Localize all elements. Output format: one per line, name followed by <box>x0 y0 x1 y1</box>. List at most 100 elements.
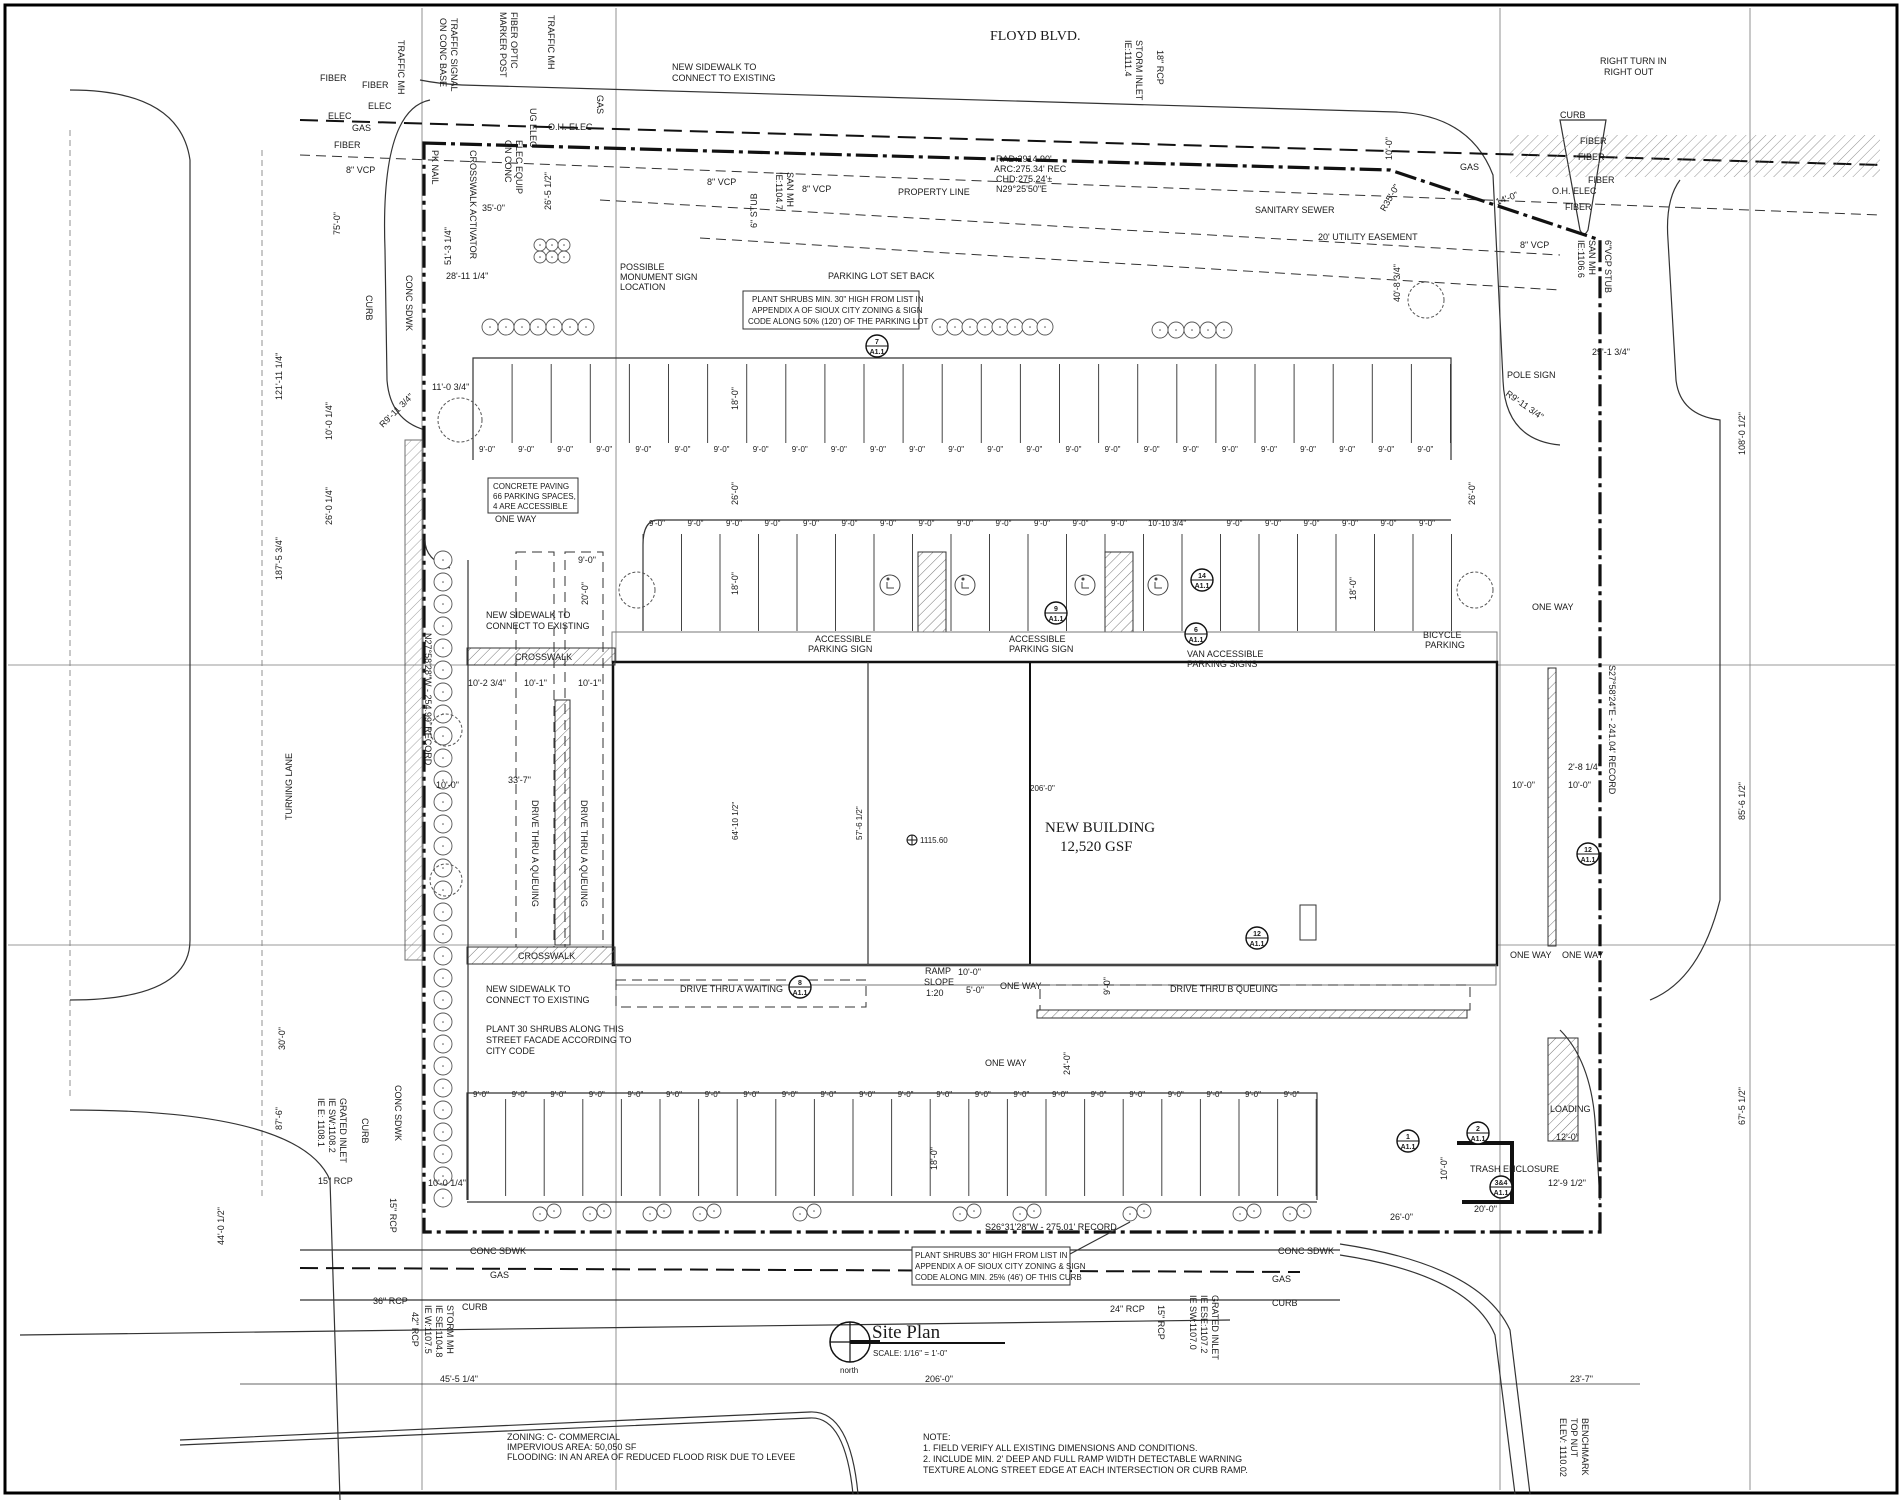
svg-text:DRIVE THRU A WAITING: DRIVE THRU A WAITING <box>680 984 783 994</box>
svg-text:SAN MH: SAN MH <box>785 172 795 207</box>
svg-text:SLOPE: SLOPE <box>924 977 954 987</box>
callout-sheet: A1.1 <box>1401 1144 1416 1151</box>
svg-text:ON CONC: ON CONC <box>503 140 513 183</box>
svg-text:10'-0": 10'-0" <box>958 967 981 977</box>
stall-dimension: 9'-0" <box>1284 1090 1300 1099</box>
svg-text:6" STUB: 6" STUB <box>749 193 759 228</box>
stall-dimension: 9'-0" <box>987 445 1003 454</box>
svg-text:ELEC EQUIP: ELEC EQUIP <box>514 140 524 194</box>
stall-dimension: 9'-0" <box>803 519 819 528</box>
svg-text:PLANT SHRUBS 30" HIGH FROM LIS: PLANT SHRUBS 30" HIGH FROM LIST IN <box>915 1251 1068 1260</box>
tree-icon <box>437 397 483 443</box>
stall-dimension: 9'-0" <box>1144 445 1160 454</box>
svg-text:RAMP: RAMP <box>925 966 951 976</box>
svg-text:CONC SDWK: CONC SDWK <box>393 1085 403 1141</box>
svg-text:10'-0": 10'-0" <box>1512 780 1535 790</box>
svg-text:45'-5 1/4": 45'-5 1/4" <box>440 1374 478 1384</box>
svg-text:RIGHT TURN IN: RIGHT TURN IN <box>1600 56 1667 66</box>
stall-dimension: 9'-0" <box>996 519 1012 528</box>
building-width-dim: 206'-0" <box>1030 784 1055 793</box>
building-area: 12,520 GSF <box>1060 839 1133 855</box>
svg-text:STORM INLET: STORM INLET <box>1134 40 1144 101</box>
svg-text:CURB: CURB <box>1560 110 1586 120</box>
svg-text:APPENDIX A OF SIOUX CITY ZONIN: APPENDIX A OF SIOUX CITY ZONING & SIGN <box>752 306 923 315</box>
detail-callout[interactable]: 2A1.1 <box>1466 1121 1490 1145</box>
svg-text:10'-0": 10'-0" <box>1568 780 1591 790</box>
detail-callout[interactable]: 3&4A1.1 <box>1489 1175 1513 1199</box>
utility-labels: FIBER FIBER ELEC ELEC GAS FIBER 8" VCP T… <box>316 12 1615 1360</box>
stall-dimension: 9'-0" <box>1222 445 1238 454</box>
stall-dimension: 9'-0" <box>1073 519 1089 528</box>
svg-text:18" RCP: 18" RCP <box>1155 50 1165 85</box>
stall-dimension: 9'-0" <box>842 519 858 528</box>
svg-text:TEXTURE ALONG STREET EDGE AT E: TEXTURE ALONG STREET EDGE AT EACH INTERS… <box>923 1465 1248 1475</box>
stall-dimension: 9'-0" <box>1168 1090 1184 1099</box>
svg-text:10'-0": 10'-0" <box>436 780 459 790</box>
tree-icon <box>429 713 463 747</box>
svg-text:O.H. ELEC: O.H. ELEC <box>548 122 593 132</box>
building-depth-dim-2: 57'-6 1/2" <box>855 806 864 840</box>
svg-text:PROPERTY LINE: PROPERTY LINE <box>898 187 970 197</box>
drawing-title: Site Plan <box>872 1322 941 1343</box>
svg-text:10'-0": 10'-0" <box>1384 137 1394 160</box>
detail-callout[interactable]: 1A1.1 <box>1396 1129 1420 1153</box>
svg-text:CROSSWALK: CROSSWALK <box>518 951 575 961</box>
svg-text:FIBER: FIBER <box>1565 202 1592 212</box>
callout-number: 8 <box>798 980 802 987</box>
svg-text:18'-0": 18'-0" <box>929 1147 939 1170</box>
shrub-note-top: PLANT SHRUBS MIN. 30" HIGH FROM LIST IN … <box>742 290 929 330</box>
svg-text:ON CONC BASE: ON CONC BASE <box>438 18 448 87</box>
stall-dimension: 9'-0" <box>705 1090 721 1099</box>
svg-text:STREET FACADE ACCORDING TO: STREET FACADE ACCORDING TO <box>486 1035 632 1045</box>
detail-callout[interactable]: 7A1.1 <box>865 334 889 358</box>
svg-text:66 PARKING SPACES,: 66 PARKING SPACES, <box>493 492 576 501</box>
svg-text:10'-0": 10'-0" <box>1439 1157 1449 1180</box>
svg-text:IE SE:1104.8: IE SE:1104.8 <box>434 1305 444 1357</box>
svg-text:10'-0 1/4": 10'-0 1/4" <box>324 402 334 440</box>
svg-text:POSSIBLE: POSSIBLE <box>620 262 665 272</box>
svg-text:ELEC: ELEC <box>328 111 352 121</box>
svg-text:28'-11 1/4": 28'-11 1/4" <box>446 271 488 281</box>
svg-text:ONE WAY: ONE WAY <box>1532 602 1574 612</box>
svg-text:1:20: 1:20 <box>926 988 944 998</box>
stall-dimension: 9'-0" <box>666 1090 682 1099</box>
svg-text:NEW SIDEWALK TO: NEW SIDEWALK TO <box>486 610 570 620</box>
detail-callout[interactable]: 8A1.1 <box>788 975 812 999</box>
svg-text:CROSSWALK: CROSSWALK <box>515 652 572 662</box>
svg-text:2. INCLUDE MIN. 2' DEEP AND F: 2. INCLUDE MIN. 2' DEEP AND FULL RAMP WI… <box>923 1454 1242 1464</box>
svg-text:FIBER: FIBER <box>362 80 389 90</box>
parking-curbs <box>466 357 1468 1203</box>
svg-text:ELEV: 1110.02: ELEV: 1110.02 <box>1558 1418 1568 1477</box>
elevation-marker: 1115.60 <box>906 834 948 846</box>
svg-text:CITY CODE: CITY CODE <box>486 1046 535 1056</box>
svg-text:4 ARE ACCESSIBLE: 4 ARE ACCESSIBLE <box>493 502 568 511</box>
svg-text:PLANT 30 SHRUBS ALONG THIS: PLANT 30 SHRUBS ALONG THIS <box>486 1024 624 1034</box>
detail-callout[interactable]: 9A1.1 <box>1044 601 1068 625</box>
svg-text:IE W:1107.5: IE W:1107.5 <box>423 1305 433 1354</box>
svg-text:ONE WAY: ONE WAY <box>1510 950 1552 960</box>
svg-text:206'-0": 206'-0" <box>925 1374 953 1384</box>
stall-dimension: 9'-0" <box>1381 519 1397 528</box>
accessible-parking-icon <box>879 574 901 596</box>
building-depth-dim: 64'-10 1/2" <box>731 802 740 840</box>
callout-number: 1 <box>1406 1134 1410 1141</box>
svg-text:1. FIELD VERIFY ALL EXISTING: 1. FIELD VERIFY ALL EXISTING DIMENSIONS … <box>923 1443 1198 1453</box>
svg-text:121'-11 1/4": 121'-11 1/4" <box>274 353 284 400</box>
callout-sheet: A1.1 <box>1581 857 1596 864</box>
svg-text:FIBER: FIBER <box>320 73 347 83</box>
svg-text:10'-1": 10'-1" <box>524 678 547 688</box>
svg-text:NEW SIDEWALK TO: NEW SIDEWALK TO <box>672 62 756 72</box>
building-name: NEW BUILDING <box>1045 820 1155 836</box>
svg-text:75'-0": 75'-0" <box>332 212 342 235</box>
svg-text:CONCRETE PAVING: CONCRETE PAVING <box>493 482 569 491</box>
svg-text:10'-0 1/4": 10'-0 1/4" <box>428 1178 466 1188</box>
street-name: FLOYD BLVD. <box>990 29 1081 44</box>
svg-text:IE E: 1108.1: IE E: 1108.1 <box>316 1098 326 1147</box>
detail-callout[interactable]: 6A1.1 <box>1184 622 1208 646</box>
svg-text:VAN ACCESSIBLE: VAN ACCESSIBLE <box>1187 649 1263 659</box>
stall-dimension: 9'-0" <box>649 519 665 528</box>
stall-dimension: 9'-0" <box>675 445 691 454</box>
